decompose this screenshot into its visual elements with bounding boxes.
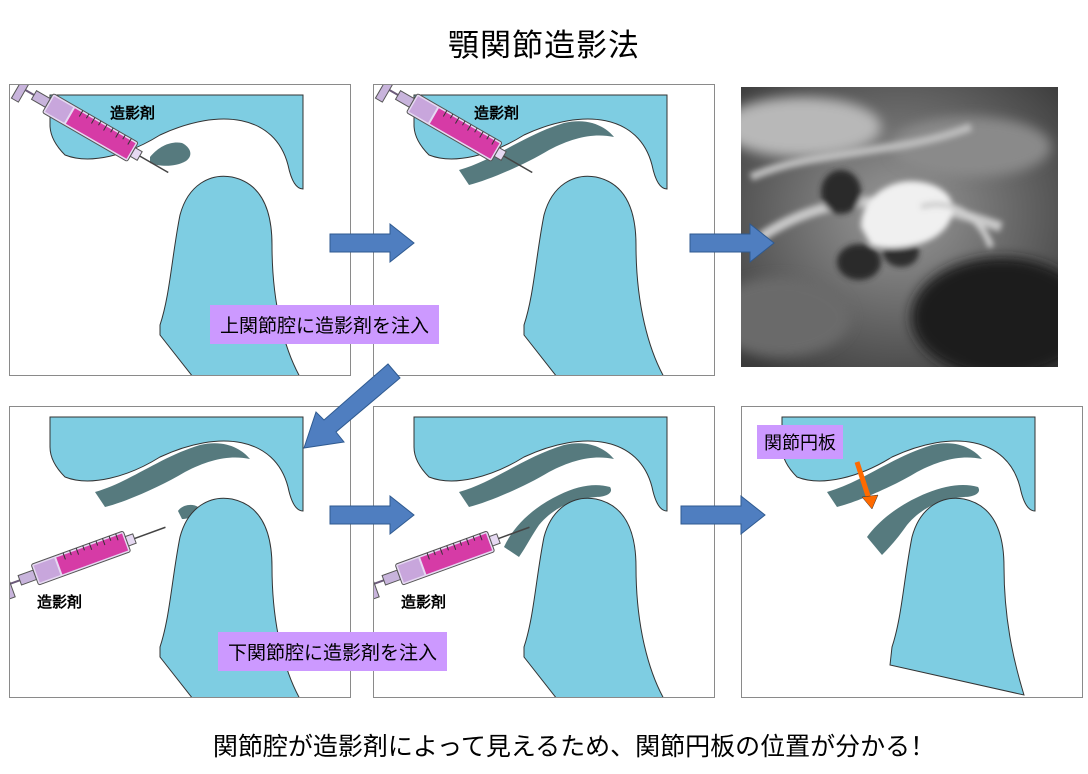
fossa-bone bbox=[781, 416, 1036, 512]
condyle-bone bbox=[523, 497, 664, 697]
disc-label: 関節円板 bbox=[757, 425, 843, 459]
contrast-blob bbox=[150, 142, 191, 166]
flow-arrow-1 bbox=[329, 222, 415, 264]
condyle-bone bbox=[889, 497, 1025, 696]
flow-arrow-4 bbox=[329, 494, 415, 536]
syringe-label-5: 造影剤 bbox=[401, 593, 447, 611]
flow-arrow-5 bbox=[680, 494, 766, 536]
contrast-upper-space bbox=[459, 121, 614, 185]
contrast-upper-space bbox=[459, 443, 614, 507]
joint-diagram-5 bbox=[374, 416, 668, 697]
joint-diagram-6 bbox=[781, 416, 1036, 696]
xray-image bbox=[741, 87, 1058, 367]
panel-upper-injection: 造影剤 bbox=[9, 84, 351, 376]
syringe-label-1: 造影剤 bbox=[110, 104, 156, 122]
condyle-bone bbox=[523, 175, 664, 375]
upper-injection-note: 上関節腔に造影剤を注入 bbox=[210, 305, 440, 344]
contrast-upper-space bbox=[95, 443, 250, 507]
footer-caption: 関節腔が造影剤によって見えるため、関節円板の位置が分かる！ bbox=[212, 732, 936, 761]
syringe-4 bbox=[10, 513, 172, 601]
pointer-arrow bbox=[854, 461, 879, 510]
fossa-bone bbox=[49, 94, 304, 190]
fossa-bone bbox=[49, 416, 304, 512]
condyle-bone bbox=[159, 175, 300, 375]
panel-disc-result: 関節円板 bbox=[741, 406, 1083, 698]
syringe-label-4: 造影剤 bbox=[37, 593, 83, 611]
flow-arrow-2 bbox=[689, 222, 775, 264]
page-title: 顎関節造影法 bbox=[448, 28, 640, 64]
syringe-label-2: 造影剤 bbox=[474, 104, 520, 122]
fossa-bone bbox=[413, 416, 668, 512]
lower-injection-note: 下関節腔に造影剤を注入 bbox=[218, 632, 448, 671]
contrast-lower-space bbox=[867, 485, 980, 555]
panel-lower-injection: 造影剤 bbox=[9, 406, 351, 698]
flow-arrow-diagonal bbox=[303, 363, 401, 449]
joint-diagram-2 bbox=[374, 85, 668, 375]
fossa-bone bbox=[413, 94, 668, 190]
contrast-lower-space bbox=[504, 485, 612, 557]
